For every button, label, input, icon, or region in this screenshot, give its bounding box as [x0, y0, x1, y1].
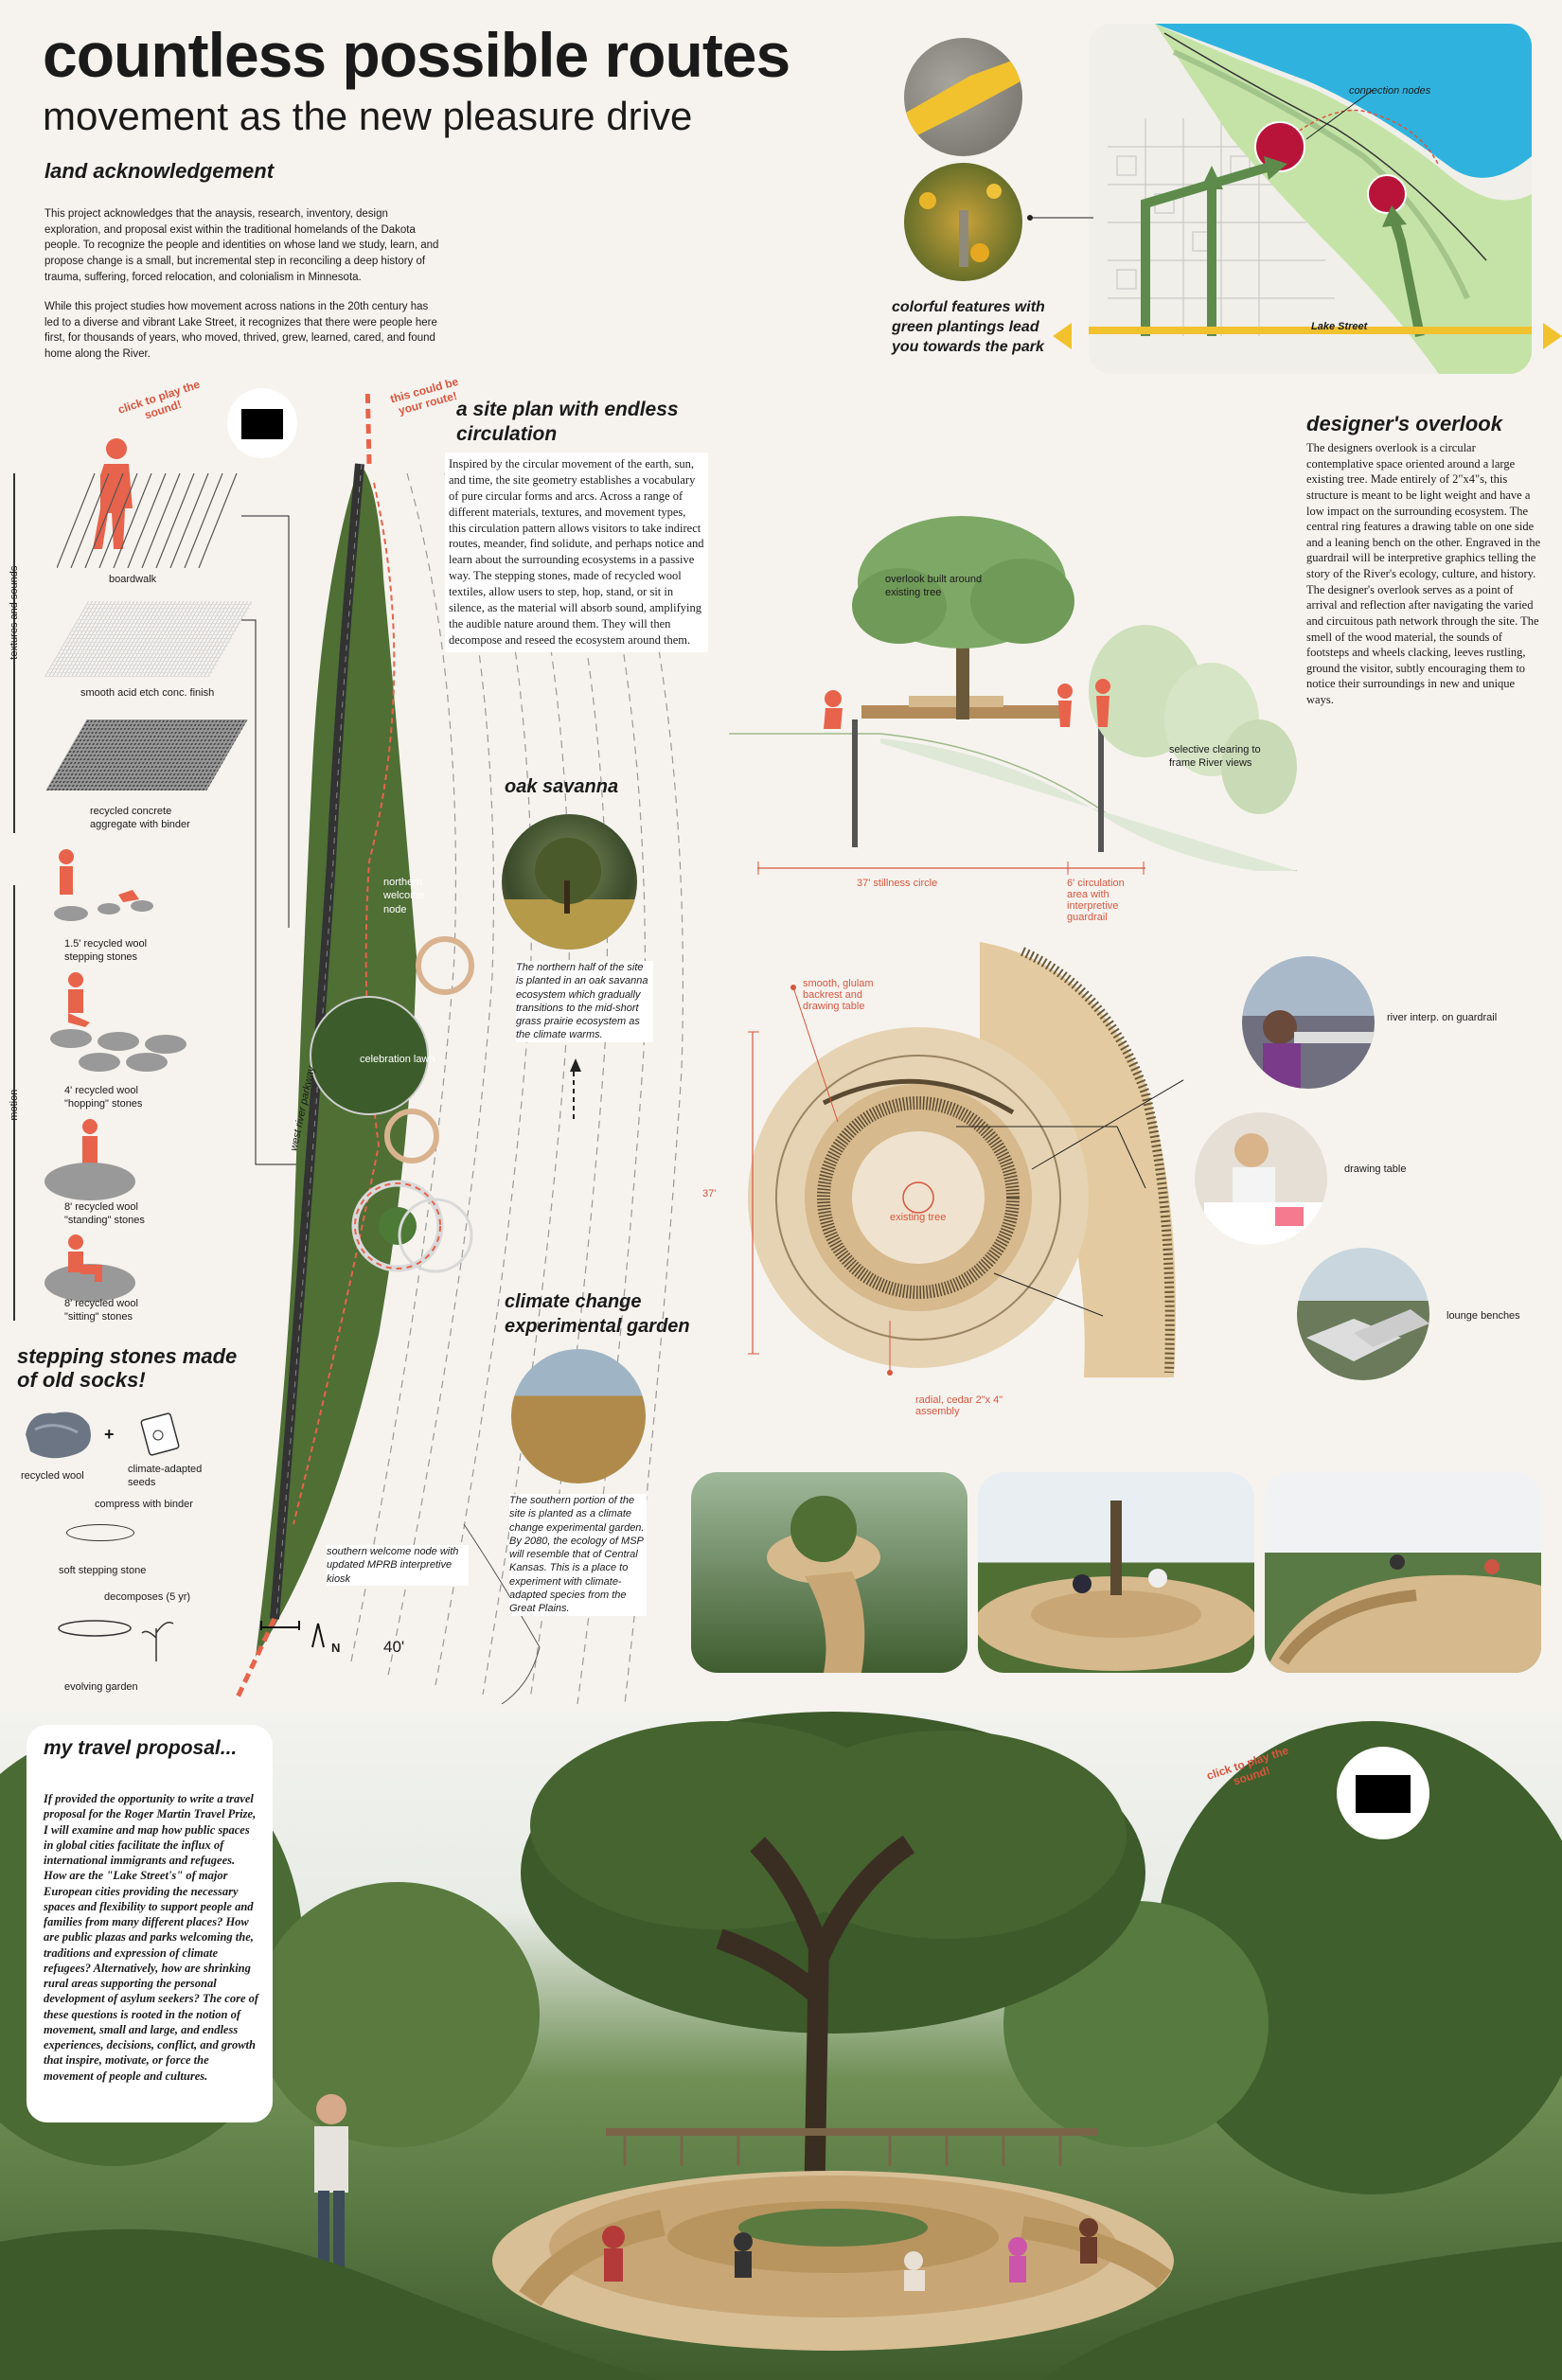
celebration-lawn-label: celebration lawn — [360, 1054, 435, 1065]
oak-savanna-text: The northern half of the site is planted… — [516, 961, 653, 1042]
compress-label: compress with binder — [95, 1499, 193, 1510]
soft-stone-icon — [66, 1524, 134, 1541]
textures-side-label: textures and sounds — [8, 565, 20, 660]
existing-tree-label: existing tree — [890, 1212, 947, 1223]
recycled-wool-icon — [26, 1412, 91, 1459]
context-map: connection nodes Lake Street — [1089, 24, 1532, 374]
oak-savanna-heading: oak savanna — [505, 776, 619, 797]
motion-label-sitting: 8' recycled wool "sitting" stones — [64, 1298, 138, 1323]
motion-bracket — [13, 885, 15, 1321]
motion-label-standing: 8' recycled wool "standing" stones — [64, 1201, 145, 1227]
river-interp-photo — [1242, 956, 1375, 1089]
northern-node-label: northern welcome node — [383, 877, 425, 915]
overlook-heading: designer's overlook — [1306, 412, 1502, 435]
north-arrow-label: N — [331, 1641, 341, 1655]
seed-packet-icon — [140, 1412, 180, 1456]
lounge-benches-label: lounge benches — [1447, 1310, 1520, 1322]
soft-stone-label: soft stepping stone — [59, 1565, 147, 1576]
evolving-garden-icon — [58, 1620, 174, 1661]
evolving-garden-label: evolving garden — [64, 1681, 138, 1693]
play-sound-button-2[interactable] — [1337, 1747, 1429, 1839]
boardwalk-texture — [57, 473, 238, 568]
land-ack-paragraph-1: This project acknowledges that the anays… — [44, 208, 439, 283]
walking-figure-icon — [83, 437, 150, 556]
glulam-label: smooth, glulam backrest and drawing tabl… — [803, 978, 874, 1012]
southern-node-label: southern welcome node with updated MPRB … — [327, 1545, 469, 1586]
play-sound-button-1[interactable] — [227, 388, 297, 458]
lake-street-arrow — [1053, 323, 1562, 349]
photo-leader-line — [1027, 215, 1093, 221]
sitting-stone-graphic — [44, 1234, 135, 1302]
site-plan-heading: a site plan with endless circulation — [456, 399, 679, 446]
overlook-plan-drawing — [748, 942, 1183, 1377]
stepping-stone-graphic-1 — [54, 849, 153, 921]
colorful-features-caption: colorful features with green plantings l… — [892, 299, 1045, 355]
land-ack-heading: land acknowledgement — [44, 159, 275, 183]
scale-label: 40' — [383, 1638, 405, 1656]
travel-proposal-text: If provided the opportunity to write a t… — [44, 1792, 259, 2083]
texture-label-acid-etch: smooth acid etch conc. finish — [80, 687, 215, 699]
stepping-stones-heading: stepping stones made of old socks! — [17, 1344, 238, 1393]
connection-nodes-label: connection nodes — [1349, 85, 1431, 97]
direction-arrow-icon — [570, 1058, 581, 1072]
section-dimension-line — [757, 861, 1145, 875]
lounge-benches-photo — [1297, 1248, 1429, 1380]
direction-arrow-line — [573, 1072, 575, 1119]
oak-savanna-photo — [502, 814, 637, 950]
plus-sign: + — [104, 1425, 115, 1444]
texture-label-boardwalk: boardwalk — [109, 574, 157, 585]
yellow-path-photo — [904, 38, 1022, 156]
built-around-tree-label: overlook built around existing tree — [885, 574, 983, 599]
site-plan-text: Inspired by the circular movement of the… — [445, 453, 708, 652]
drawing-table-label: drawing table — [1344, 1163, 1407, 1175]
travel-proposal-panel: my travel proposal... If provided the op… — [27, 1725, 273, 2122]
selective-clearing-label: selective clearing to frame River views — [1169, 744, 1261, 770]
drawing-table-photo — [1195, 1112, 1327, 1245]
seeds-label: climate-adapted seeds — [128, 1464, 203, 1489]
hopping-stone-graphic — [50, 972, 186, 1072]
poster-title: countless possible routes — [43, 20, 790, 90]
land-ack-paragraph-2: While this project studies how movement … — [44, 301, 437, 361]
standing-stone-graphic — [44, 1119, 135, 1200]
overlook-rendering-2 — [978, 1472, 1254, 1673]
overlook-text: The designers overlook is a circular con… — [1306, 441, 1541, 706]
climate-garden-photo — [511, 1349, 646, 1483]
overlook-rendering-1 — [691, 1472, 967, 1673]
stillness-circle-label: 37' stillness circle — [857, 878, 938, 889]
motion-label-hopping: 4' recycled wool "hopping" stones — [64, 1085, 143, 1110]
overlook-section-drawing — [729, 516, 1297, 871]
motion-label-stepping: 1.5' recycled wool stepping stones — [64, 938, 148, 964]
poster-subtitle: movement as the new pleasure drive — [43, 94, 693, 138]
textures-bracket — [13, 473, 15, 833]
decompose-label: decomposes (5 yr) — [104, 1591, 191, 1603]
planting-path-photo — [904, 163, 1022, 281]
river-interp-label: river interp. on guardrail — [1387, 1012, 1498, 1023]
lake-street-label: Lake Street — [1311, 321, 1368, 332]
motion-side-label: motion — [8, 1089, 20, 1121]
wool-label: recycled wool — [21, 1470, 84, 1482]
connection-node-2 — [1367, 174, 1407, 214]
climate-garden-text: The southern portion of the site is plan… — [509, 1494, 647, 1616]
radial-assembly-label: radial, cedar 2"x 4" assembly — [915, 1394, 1003, 1417]
overlook-dimension-label: 37' — [702, 1188, 717, 1199]
travel-proposal-heading: my travel proposal... — [44, 1737, 238, 1759]
texture-label-recycled-concrete: recycled concrete aggregate with binder — [90, 806, 190, 831]
circulation-area-label: 6' circulation area with interpretive gu… — [1067, 878, 1125, 923]
click-to-play-label: click to play the sound! — [115, 377, 202, 422]
climate-garden-heading: climate change experimental garden — [505, 1291, 690, 1337]
overlook-rendering-3 — [1265, 1472, 1541, 1673]
